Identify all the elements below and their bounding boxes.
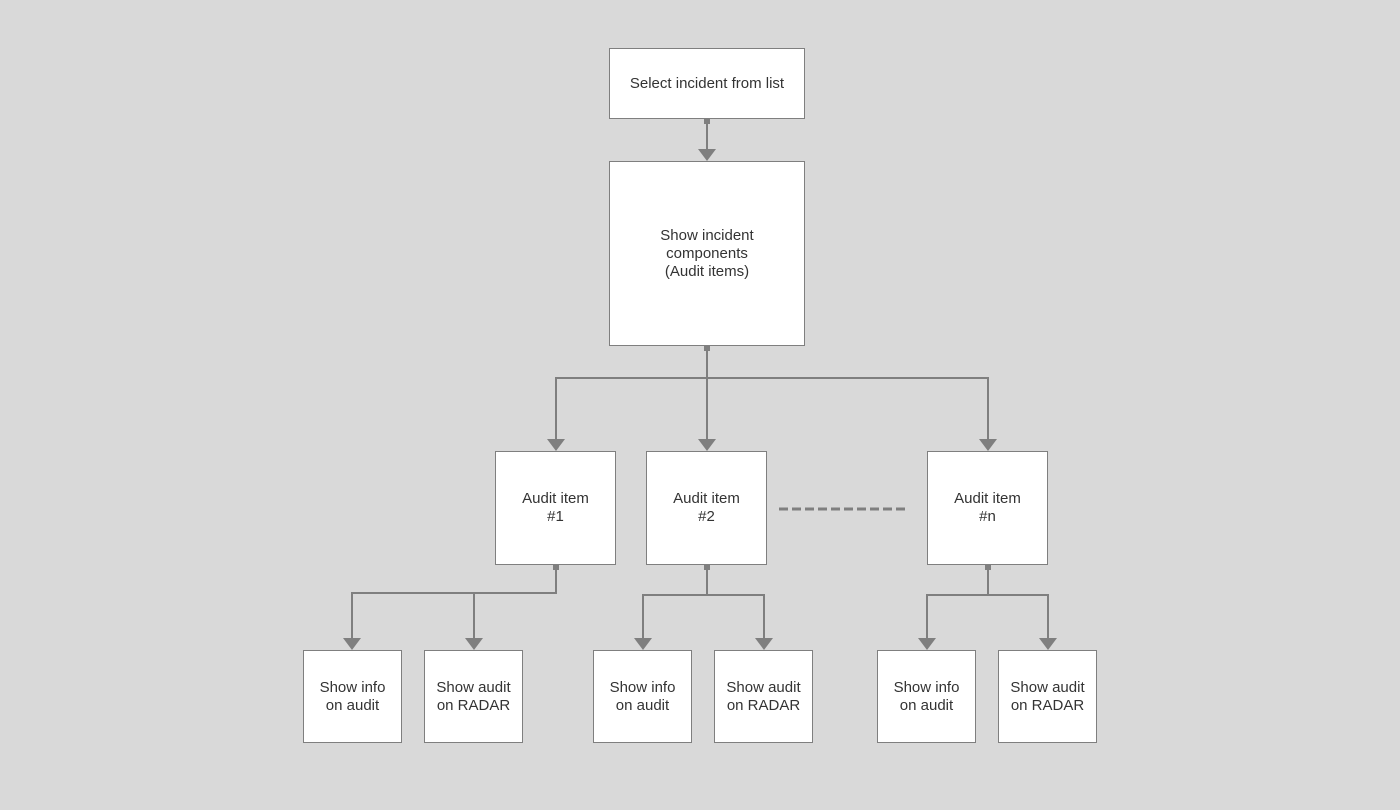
- connector-lines: [351, 124, 1049, 639]
- audit-item-n-node: Audit item #n: [927, 451, 1048, 565]
- arrowhead-radar-2: [755, 638, 773, 650]
- show-components-node: Show incident components (Audit items): [609, 161, 805, 346]
- edge-audit-1-to-info-1: [351, 570, 557, 639]
- arrowhead-info-2: [634, 638, 652, 650]
- show-info-2-label: Show info on audit: [609, 678, 676, 714]
- port-select-incident: [704, 119, 710, 124]
- audit-item-1-label: Audit item #1: [522, 490, 589, 525]
- arrowhead-audit-n: [979, 439, 997, 451]
- arrowhead-show-components: [698, 149, 716, 161]
- show-radar-n-node: Show audit on RADAR: [998, 650, 1097, 743]
- show-radar-1-label: Show audit on RADAR: [436, 678, 511, 714]
- audit-item-2-label: Audit item #2: [673, 490, 740, 525]
- port-audit-1: [553, 565, 559, 570]
- show-components-label: Show incident components (Audit items): [660, 226, 754, 280]
- arrowhead-radar-1: [465, 638, 483, 650]
- show-info-n-label: Show info on audit: [893, 678, 960, 714]
- show-info-1-label: Show info on audit: [319, 678, 386, 714]
- connector-ports: [553, 119, 991, 570]
- show-info-1-node: Show info on audit: [303, 650, 402, 743]
- edge-audit-n-to-radar-n: [988, 594, 1049, 639]
- arrowhead-info-n: [918, 638, 936, 650]
- arrowhead-audit-2: [698, 439, 716, 451]
- arrowhead-info-1: [343, 638, 361, 650]
- show-info-2-node: Show info on audit: [593, 650, 692, 743]
- arrowhead-radar-n: [1039, 638, 1057, 650]
- show-radar-1-node: Show audit on RADAR: [424, 650, 523, 743]
- edge-audit-2-to-radar-2: [707, 594, 765, 639]
- port-audit-n: [985, 565, 991, 570]
- select-incident-label: Select incident from list: [629, 74, 785, 92]
- show-info-n-node: Show info on audit: [877, 650, 976, 743]
- audit-item-n-label: Audit item #n: [954, 490, 1021, 525]
- edge-components-to-audit-1: [555, 351, 708, 440]
- select-incident-node: Select incident from list: [609, 48, 805, 119]
- arrowhead-audit-1: [547, 439, 565, 451]
- port-show-components: [704, 346, 710, 351]
- audit-item-1-node: Audit item #1: [495, 451, 616, 565]
- show-radar-n-label: Show audit on RADAR: [1010, 678, 1085, 714]
- edge-audit-2-to-info-2: [642, 570, 708, 639]
- show-radar-2-label: Show audit on RADAR: [726, 678, 801, 714]
- port-audit-2: [704, 565, 710, 570]
- edge-audit-n-to-info-n: [926, 570, 989, 639]
- audit-item-2-node: Audit item #2: [646, 451, 767, 565]
- arrowheads: [343, 149, 1057, 650]
- show-radar-2-node: Show audit on RADAR: [714, 650, 813, 743]
- edge-components-to-audit-n: [707, 377, 989, 440]
